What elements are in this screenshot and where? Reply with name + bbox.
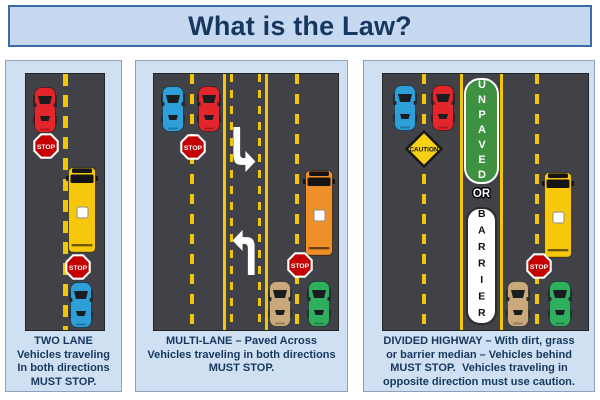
caption-multi-lane: MULTI-LANE – Paved Across Vehicles trave… [139, 335, 344, 376]
turn-lane-solid-line [265, 74, 268, 330]
caption-line: MULTI-LANE – Paved Across [166, 335, 317, 347]
lane-dashed-line [422, 74, 426, 330]
caution-sign-label: CAUTION [409, 146, 438, 153]
stop-sign-label: STOP [184, 145, 203, 152]
caption-line: In both directions [17, 362, 110, 374]
road-multi-lane: STOP STOP [153, 73, 339, 331]
turn-lane-solid-line [223, 74, 226, 330]
caption-line: Vehicles traveling in both directions [147, 348, 336, 361]
unpaved-label: UNPAVED [476, 78, 488, 184]
turn-arrow-up-left [232, 229, 255, 275]
caption-two-lane: TWO LANE Vehicles traveling In both dire… [9, 335, 118, 389]
caption-line: MUST STOP. Vehicles traveling in [390, 362, 568, 374]
center-dashed-line [63, 74, 68, 330]
barrier-median-sign: BARRIER [466, 207, 497, 325]
lane-dashed-line [295, 74, 299, 330]
lane-dashed-line [535, 74, 539, 330]
page-title: What is the Law? [188, 10, 412, 41]
turn-arrow-down-right [233, 127, 256, 173]
school-bus-yellow [542, 172, 574, 258]
or-label: OR [472, 188, 491, 200]
car-red [431, 85, 455, 131]
car-blue [161, 86, 185, 132]
title-bar: What is the Law? [8, 5, 592, 47]
caption-line: MUST STOP. [30, 375, 97, 388]
stop-sign-label: STOP [37, 144, 56, 151]
car-green [548, 281, 572, 327]
caption-line: Vehicles traveling [17, 348, 110, 361]
caption-line: MUST STOP. [208, 362, 275, 374]
turn-lane-inner-dash [258, 74, 261, 330]
panel-divided-highway: CAUTION UNPAVED OR BARRIER STOP [363, 60, 595, 392]
road-divided-highway: CAUTION UNPAVED OR BARRIER STOP [382, 73, 589, 331]
car-tan [506, 281, 530, 327]
median-solid-line [460, 74, 463, 330]
stop-sign-label: STOP [530, 264, 549, 271]
caption-line: or barrier median – Vehicles behind [386, 348, 572, 361]
road-two-lane: STOP STOP [25, 73, 105, 331]
median-solid-line [500, 74, 503, 330]
panel-two-lane: STOP STOP [5, 60, 122, 392]
panel-multi-lane: STOP STOP [135, 60, 348, 392]
lane-dashed-line [190, 74, 194, 330]
stop-sign: STOP [180, 134, 206, 160]
car-blue [393, 85, 417, 131]
car-tan [268, 281, 292, 327]
stop-sign: STOP [33, 133, 59, 159]
stop-sign: STOP [65, 254, 91, 280]
caption-line: opposite direction must use caution. [383, 375, 575, 388]
caption-line: DIVIDED HIGHWAY – With dirt, grass [383, 335, 575, 347]
stop-sign: STOP [526, 253, 552, 279]
stop-sign-label: STOP [69, 265, 88, 272]
caution-sign: CAUTION [405, 130, 443, 168]
school-bus-yellow [66, 167, 98, 253]
unpaved-median-sign: UNPAVED [464, 78, 499, 184]
car-blue [69, 282, 93, 328]
turn-lane-inner-dash [230, 74, 233, 330]
school-bus-orange [303, 170, 335, 256]
car-red [33, 87, 57, 133]
stop-sign-label: STOP [291, 263, 310, 270]
stop-sign: STOP [287, 252, 313, 278]
car-green [307, 281, 331, 327]
car-red [197, 86, 221, 132]
caption-line: TWO LANE [34, 335, 93, 347]
caption-divided-highway: DIVIDED HIGHWAY – With dirt, grass or ba… [367, 335, 591, 389]
barrier-label: BARRIER [475, 208, 488, 324]
